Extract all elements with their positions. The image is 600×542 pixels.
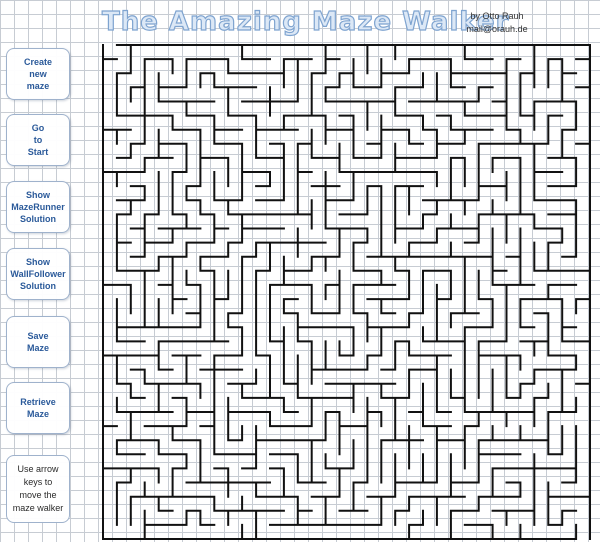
retrieve-maze-button[interactable]: Retrieve Maze [6, 382, 70, 434]
author-credit: by Otto Rauh mail@orauh.de [457, 10, 537, 36]
arrow-keys-instructions: Use arrow keys to move the maze walker [6, 455, 70, 523]
show-wallfollower-solution-button[interactable]: Show WallFollower Solution [6, 248, 70, 300]
go-to-start-button[interactable]: Go to Start [6, 114, 70, 166]
maze-board[interactable] [102, 44, 591, 540]
control-sidebar: Create new maze Go to Start Show MazeRun… [0, 0, 82, 542]
show-mazerunner-solution-button[interactable]: Show MazeRunner Solution [6, 181, 70, 233]
maze-walls [102, 44, 591, 540]
create-new-maze-button[interactable]: Create new maze [6, 48, 70, 100]
app-title: The Amazing Maze Walker [101, 6, 510, 37]
author-email: mail@orauh.de [466, 24, 528, 34]
author-name: by Otto Rauh [470, 11, 524, 21]
save-maze-button[interactable]: Save Maze [6, 316, 70, 368]
